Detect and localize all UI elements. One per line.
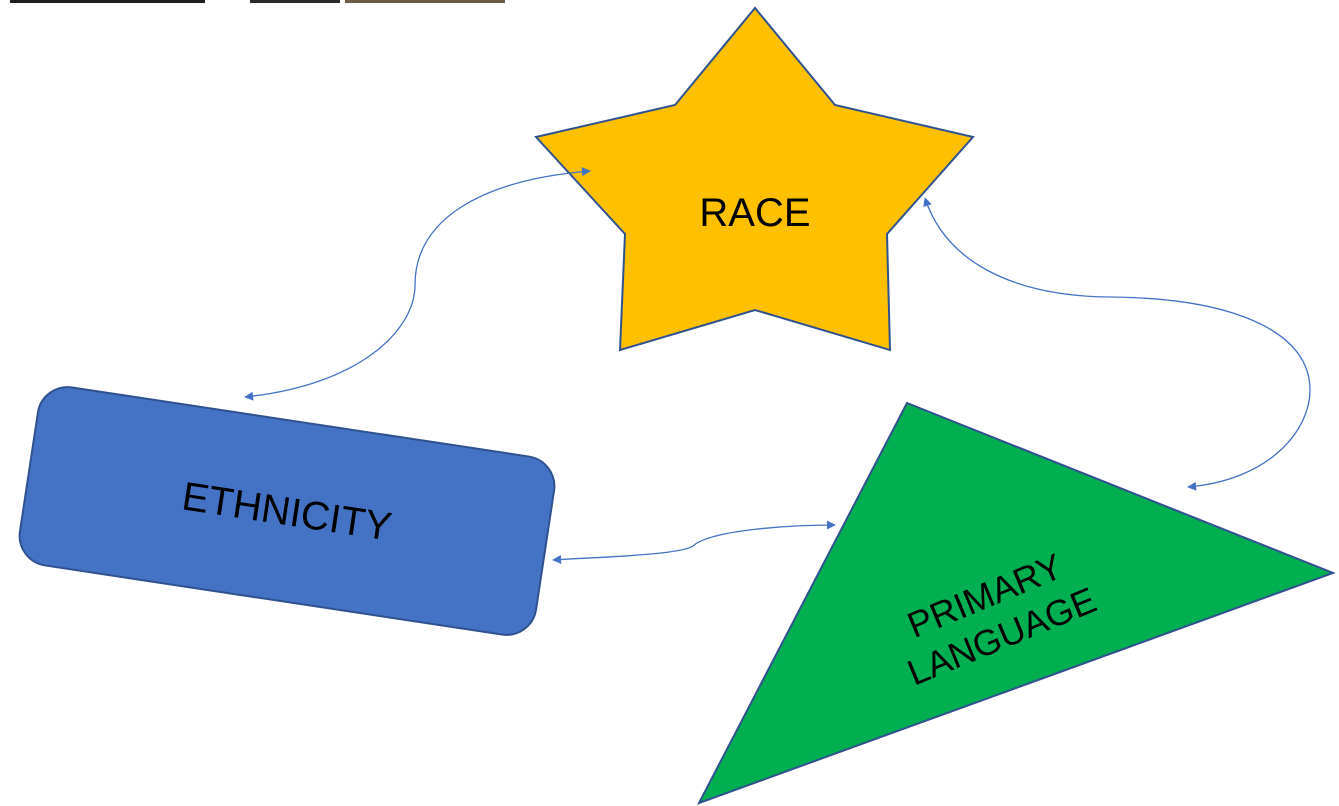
top-strip-segment-2 (250, 0, 340, 3)
top-strip-segment-1 (10, 0, 205, 3)
race-star[interactable]: RACE (534, 6, 975, 352)
connector-language-race (923, 197, 1311, 491)
ethnicity-box-shape (18, 386, 556, 636)
ethnicity-box[interactable]: ETHNICITY (15, 383, 558, 639)
connector-ethnicity-language (552, 520, 836, 564)
connector-race-ethnicity (244, 167, 591, 401)
top-strip-segment-3 (345, 0, 505, 3)
race-star-shape (534, 6, 975, 352)
race-label: RACE (699, 191, 810, 235)
primary-language-triangle[interactable]: PRIMARY LANGUAGE (696, 401, 1336, 805)
